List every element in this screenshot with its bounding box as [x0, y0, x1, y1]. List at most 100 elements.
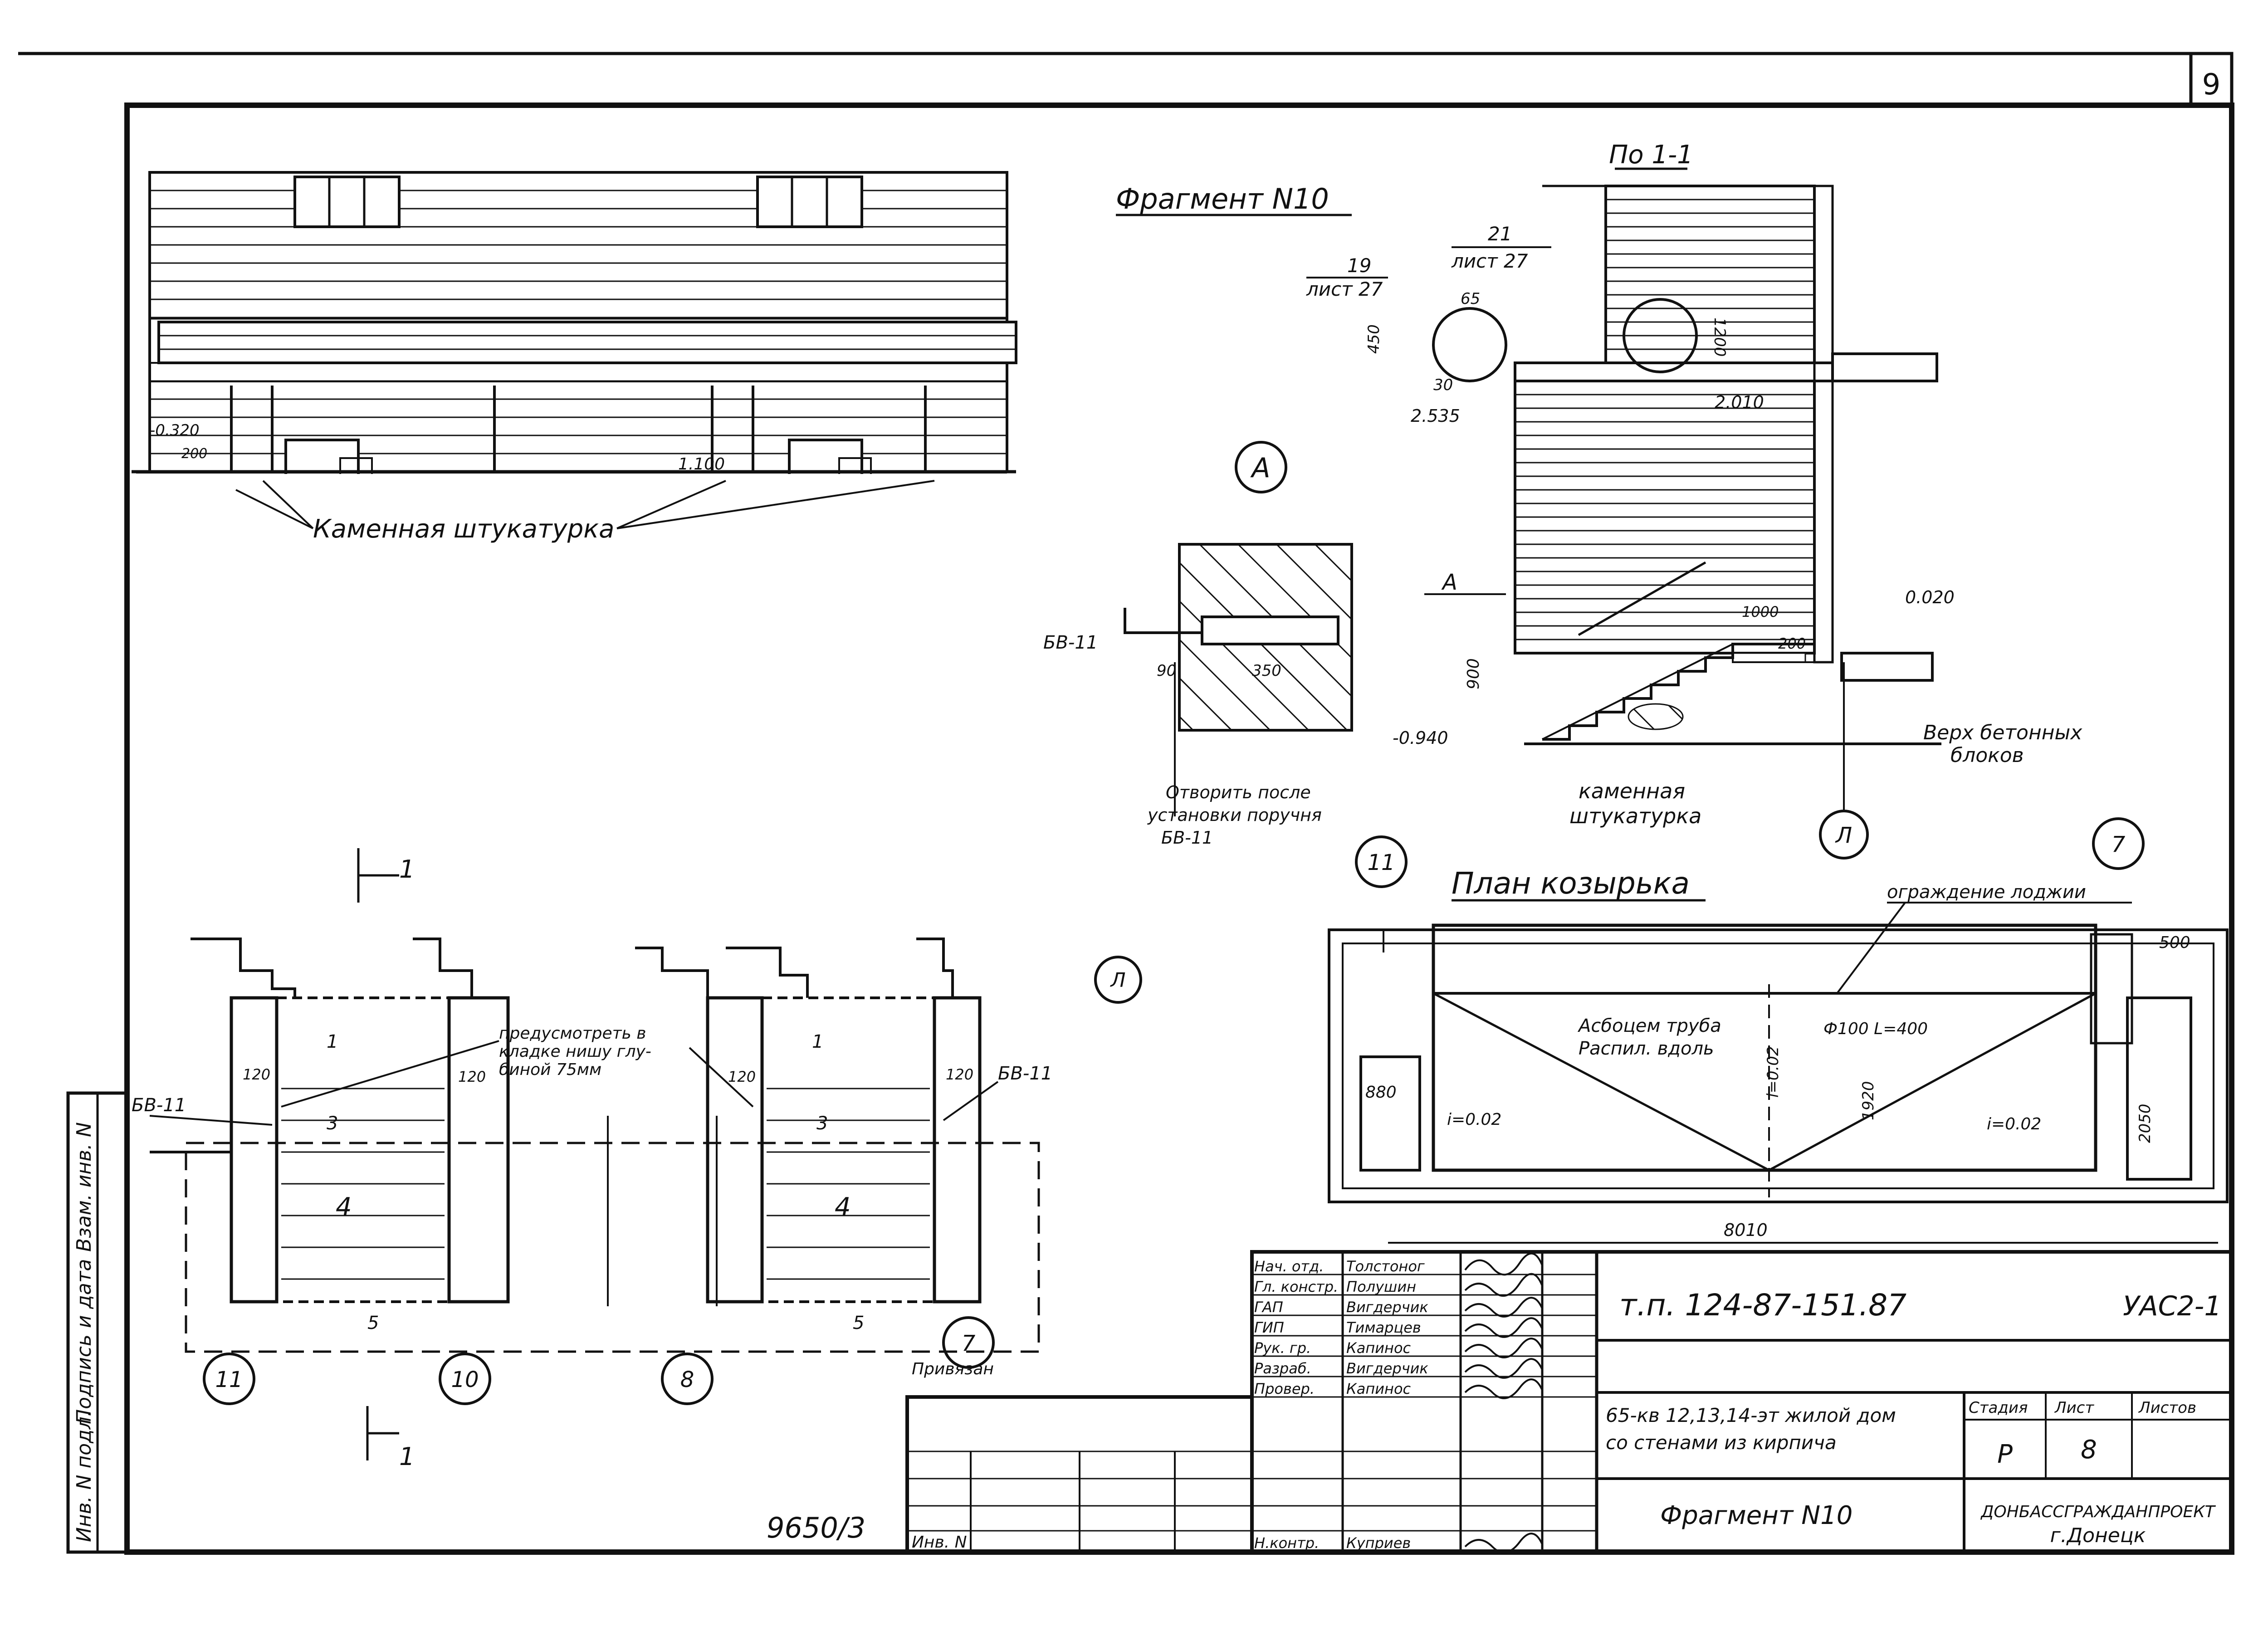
- sig-role-6: Провер.: [1254, 1380, 1315, 1397]
- plan-axis-10: 10: [451, 1367, 479, 1392]
- inv-label: Инв. N: [912, 1533, 967, 1552]
- section-ref2-num: 21: [1488, 223, 1512, 245]
- sig-role-2: ГАП: [1254, 1299, 1283, 1316]
- facade-level-top: 1.100: [678, 455, 725, 474]
- signature-scribbles: [1464, 1252, 1543, 1553]
- canopy-pipe-note-1: Асбоцем труба: [1577, 1016, 1721, 1036]
- plan-flight-1-b: 1: [812, 1031, 823, 1052]
- plan-axis-11: 11: [215, 1367, 243, 1392]
- canopy-pipe-note-2: Распил. вдоль: [1579, 1038, 1714, 1059]
- canopy-plan: [1328, 923, 2229, 1244]
- plan-section-mark-bottom: 1: [399, 1442, 415, 1471]
- plan-flight-3-a: 3: [327, 1113, 338, 1134]
- sig-name-6: Капинос: [1346, 1380, 1411, 1397]
- section-note-plaster-1: каменная: [1579, 779, 1685, 803]
- plan-element-left: БВ-11: [132, 1095, 186, 1116]
- sig-role-1: Гл. констр.: [1254, 1278, 1338, 1295]
- detail-a-marker: A: [1250, 452, 1270, 484]
- canopy-dim-8010: 8010: [1724, 1220, 1768, 1240]
- plan-axis-l: Л: [1110, 969, 1125, 992]
- plan-flight-5-b: 5: [853, 1313, 864, 1333]
- plan-flight-1-a: 1: [327, 1031, 338, 1052]
- detail-a-dim-90: 90: [1157, 662, 1176, 680]
- sig-name-5: Вигдерчик: [1346, 1360, 1428, 1377]
- section-dim-900: 900: [1464, 658, 1483, 689]
- canopy-slope-left: i=0.02: [1447, 1110, 1501, 1129]
- stage-value: Р: [1997, 1440, 2013, 1469]
- plan-dim-120-b: 120: [458, 1068, 486, 1085]
- sig-name-4: Капинос: [1346, 1339, 1411, 1357]
- sig-name-3: Тимарцев: [1346, 1319, 1421, 1336]
- facade-offset-200: 200: [181, 446, 207, 462]
- canopy-slope-center: i=0.02: [1764, 1046, 1782, 1098]
- side-stamp-sign: Подпись и дата: [73, 1259, 96, 1424]
- canopy-axis-left: 11: [1367, 850, 1395, 875]
- canopy-railing-note: ограждение лоджии: [1887, 882, 2086, 903]
- plan-note-niche-3: биной 75мм: [499, 1060, 601, 1079]
- facade-title: Фрагмент N10: [1116, 182, 1329, 215]
- plan-axis-8: 8: [680, 1367, 694, 1392]
- section-note-blocks-1: Верх бетонных: [1923, 721, 2082, 744]
- sig-role-0: Нач. отд.: [1254, 1258, 1324, 1275]
- plan-dim-120-a: 120: [243, 1066, 270, 1083]
- section-level-2535: 2.535: [1411, 406, 1460, 426]
- section-level-2010: 2.010: [1715, 392, 1764, 412]
- canopy-dim-500: 500: [2159, 933, 2190, 952]
- canopy-dim-1920: 1920: [1859, 1081, 1877, 1120]
- signature-names: Толстоног Полушин Вигдерчик Тимарцев Кап…: [1346, 1258, 1428, 1552]
- section-note-blocks-2: блоков: [1950, 744, 2024, 767]
- detail-a-dim-350: 350: [1252, 662, 1281, 680]
- side-stamp: Инв. N подл. Подпись и дата Взам. инв. N: [73, 1122, 96, 1542]
- section-dim-65: 65: [1461, 290, 1480, 308]
- canopy-slope-right: i=0.02: [1987, 1115, 2041, 1133]
- facade-note-plaster: Каменная штукатурка: [313, 514, 614, 544]
- sig-name-1: Полушин: [1346, 1278, 1416, 1295]
- plan-dim-120-c: 120: [728, 1068, 756, 1085]
- detail-a-recess: [1201, 615, 1339, 645]
- project-code: т.п. 124-87-151.87: [1619, 1288, 1906, 1323]
- norm-control-role: Н.контр.: [1254, 1534, 1319, 1552]
- canopy-title: План козырька: [1452, 866, 1690, 901]
- detail-a-note-3: БВ-11: [1161, 828, 1213, 848]
- sig-role-4: Рук. гр.: [1254, 1339, 1311, 1357]
- plan-axis-7: 7: [962, 1331, 976, 1356]
- section-ref1-sheet: лист 27: [1306, 278, 1383, 300]
- section-level-0940: -0.940: [1393, 728, 1448, 748]
- side-stamp-inv: Инв. N подл.: [73, 1410, 96, 1542]
- side-stamp-replace: Взам. инв. N: [73, 1122, 96, 1252]
- sig-role-5: Разраб.: [1254, 1360, 1311, 1377]
- facade-level-minus: -0.320: [150, 421, 200, 440]
- detail-a-note-1: Отворить после: [1166, 782, 1311, 802]
- detail-a-marker-circle: [1235, 441, 1287, 493]
- project-line-1: 65-кв 12,13,14-эт жилой дом: [1606, 1404, 1896, 1426]
- plan-note-niche-1: предусмотреть в: [499, 1024, 646, 1043]
- stage-label: Стадия: [1969, 1399, 2028, 1417]
- plan-note-niche-2: кладке нишу глу-: [499, 1042, 651, 1061]
- plan-labels: 1 1 предусмотреть в кладке нишу глу- бин…: [132, 848, 1142, 1471]
- section-ref1-num: 19: [1347, 254, 1371, 277]
- title-block: Нач. отд. Гл. констр. ГАП ГИП Рук. гр. Р…: [905, 1250, 2234, 1554]
- canopy-dim-2050: 2050: [2136, 1104, 2154, 1143]
- org-line-2: г.Донецк: [2050, 1524, 2146, 1547]
- plan-dim-120-d: 120: [946, 1066, 973, 1083]
- facade-leaders: [235, 480, 935, 529]
- canopy-labels: План козырька 11 7 ограждение лоджии 500…: [1355, 817, 2190, 1240]
- project-line-2: со стенами из кирпича: [1606, 1431, 1837, 1454]
- entrance-plan: [150, 938, 1040, 1353]
- sig-name-0: Толстоног: [1346, 1258, 1425, 1275]
- facade-mask: [150, 474, 1012, 1426]
- canopy-axis-right: 7: [2112, 832, 2126, 857]
- canopy-dim-880: 880: [1365, 1083, 1397, 1102]
- section-note-plaster-2: штукатурка: [1569, 804, 1701, 828]
- plan-flight-4-a: 4: [336, 1192, 352, 1222]
- plan-flight-4-b: 4: [835, 1192, 851, 1222]
- section-dim-30: 30: [1433, 376, 1453, 394]
- section-dim-1200: 1200: [1711, 317, 1729, 357]
- section-1-1: [1432, 185, 1941, 745]
- detail-a-element: БВ-11: [1043, 632, 1098, 653]
- detail-a-handrail: [1124, 608, 1202, 634]
- norm-control-name: Куприев: [1346, 1534, 1411, 1552]
- sheet-value: 8: [2081, 1435, 2097, 1465]
